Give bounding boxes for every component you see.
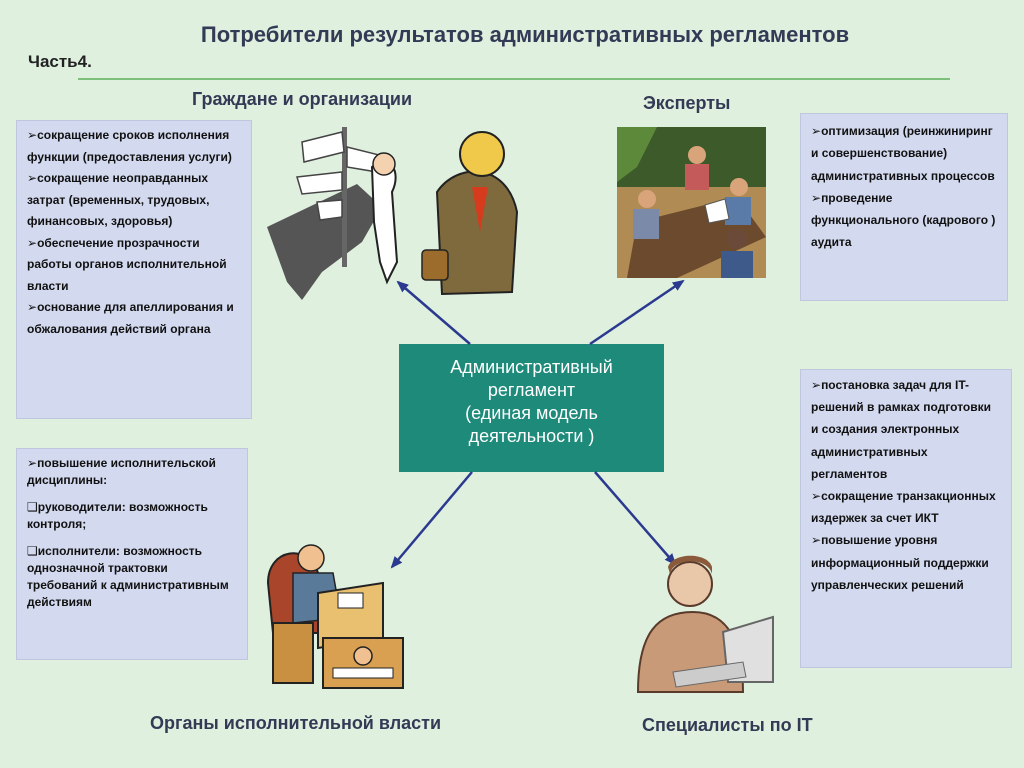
item-text: сокращение неоправданных затрат (временн…: [27, 171, 210, 228]
center-line: (единая модель: [465, 403, 598, 423]
item-text: сокращение сроков исполнения функции (пр…: [27, 128, 232, 164]
heading-citizens: Граждане и организации: [192, 89, 413, 109]
item-text: оптимизация (реинжиниринг и совершенство…: [811, 124, 995, 183]
item-text: постановка задач для IT-решений в рамках…: [811, 378, 992, 481]
executive-benefits-box: ➢повышение исполнительской дисциплины: ❑…: [16, 448, 248, 660]
part-label: Часть4.: [28, 52, 92, 71]
arrow-to-experts: [589, 279, 685, 346]
list-item: ➢проведение функционального (кадрового )…: [811, 187, 997, 254]
citizens-benefits-box: ➢сокращение сроков исполнения функции (п…: [16, 120, 252, 419]
list-item: ➢оптимизация (реинжиниринг и совершенств…: [811, 120, 997, 187]
item-text: руководители: возможность контроля;: [27, 500, 208, 531]
item-text: обеспечение прозрачности работы органов …: [27, 235, 227, 293]
arrow-to-it: [594, 471, 677, 566]
list-item: ➢сокращение неоправданных затрат (времен…: [27, 168, 241, 233]
square-bullet-icon: ❑: [27, 544, 38, 558]
item-text: исполнители: возможность однозначной тра…: [27, 544, 229, 609]
center-line: регламент: [487, 380, 576, 400]
center-line: деятельности ): [468, 426, 595, 446]
it-benefits-box: ➢постановка задач для IT-решений в рамка…: [800, 369, 1012, 668]
citizens-illustration: [267, 127, 519, 300]
square-bullet-icon: ❑: [27, 500, 38, 514]
arrow-bullet-icon: ➢: [811, 489, 822, 504]
list-item: ➢основание для апеллирования и обжалован…: [27, 297, 241, 340]
arrow-bullet-icon: ➢: [27, 128, 38, 142]
item-text: повышение исполнительской дисциплины:: [27, 456, 216, 487]
arrow-bullet-icon: ➢: [27, 456, 38, 470]
executive-illustration: [266, 544, 404, 689]
arrow-bullet-icon: ➢: [811, 533, 822, 548]
arrow-bullet-icon: ➢: [811, 378, 822, 392]
arrow-bullet-icon: ➢: [811, 190, 822, 205]
heading-executive: Органы исполнительной власти: [150, 713, 442, 733]
arrow-bullet-icon: ➢: [27, 300, 38, 314]
item-text: сокращение транзакционных издержек за сч…: [811, 489, 996, 526]
heading-it: Специалисты по IT: [642, 715, 813, 735]
page-title: Потребители результатов административных…: [200, 22, 850, 47]
arrow-bullet-icon: ➢: [811, 124, 822, 138]
it-specialist-illustration: [636, 555, 774, 693]
arrow-bullet-icon: ➢: [27, 235, 38, 250]
center-line: Административный: [450, 357, 613, 377]
list-item: ➢сокращение сроков исполнения функции (п…: [27, 125, 241, 168]
list-item: ➢постановка задач для IT-решений в рамка…: [811, 374, 1001, 485]
sub-list-item: ❑руководители: возможность контроля;: [27, 499, 237, 533]
list-item: ➢обеспечение прозрачности работы органов…: [27, 233, 241, 298]
arrow-bullet-icon: ➢: [27, 171, 38, 185]
list-item: ➢повышение исполнительской дисциплины:: [27, 455, 237, 489]
title-divider: [78, 78, 950, 80]
list-item: ➢повышение уровня информационный поддерж…: [811, 529, 1001, 596]
experts-benefits-box: ➢оптимизация (реинжиниринг и совершенств…: [800, 113, 1008, 301]
item-text: основание для апеллирования и обжаловани…: [27, 300, 234, 336]
list-item: ➢сокращение транзакционных издержек за с…: [811, 485, 1001, 529]
experts-illustration: [617, 127, 766, 278]
item-text: проведение функционального (кадрового ) …: [811, 190, 996, 250]
central-regulation-box: Административный регламент (единая модел…: [399, 344, 664, 472]
item-text: повышение уровня информационный поддержк…: [811, 533, 989, 592]
heading-experts: Эксперты: [643, 93, 731, 113]
sub-list-item: ❑исполнители: возможность однозначной тр…: [27, 543, 237, 611]
